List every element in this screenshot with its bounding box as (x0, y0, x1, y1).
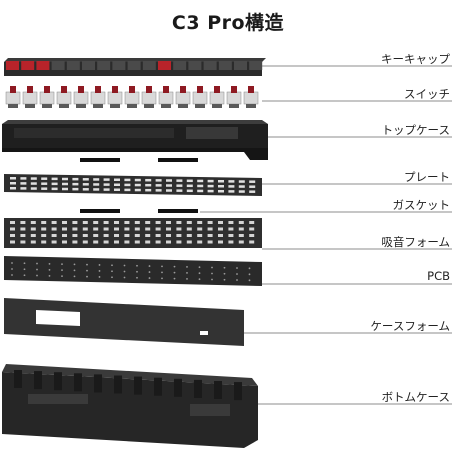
label-gasket: ガスケット (392, 198, 451, 212)
case-foam-layer (4, 298, 244, 348)
gasket-layer (80, 158, 198, 213)
plate-layer (4, 174, 262, 196)
sound-foam-layer (4, 218, 262, 248)
label-top-case: トップケース (381, 123, 450, 137)
diagram-title: C3 Pro構造 (171, 12, 285, 34)
bottom-case-layer (2, 364, 258, 448)
label-switch: スイッチ (404, 87, 450, 101)
keycaps-layer (4, 58, 266, 76)
top-case-layer (2, 120, 268, 160)
label-pcb: PCB (427, 269, 450, 283)
label-case-foam: ケースフォーム (370, 319, 450, 333)
leader-lines (200, 65, 452, 405)
label-bottom-case: ボトムケース (381, 390, 450, 404)
label-sound-foam: 吸音フォーム (381, 235, 450, 249)
label-plate: プレート (404, 170, 450, 184)
label-keycap: キーキャップ (381, 52, 450, 66)
pcb-layer (4, 256, 262, 286)
switches-layer (5, 86, 259, 108)
